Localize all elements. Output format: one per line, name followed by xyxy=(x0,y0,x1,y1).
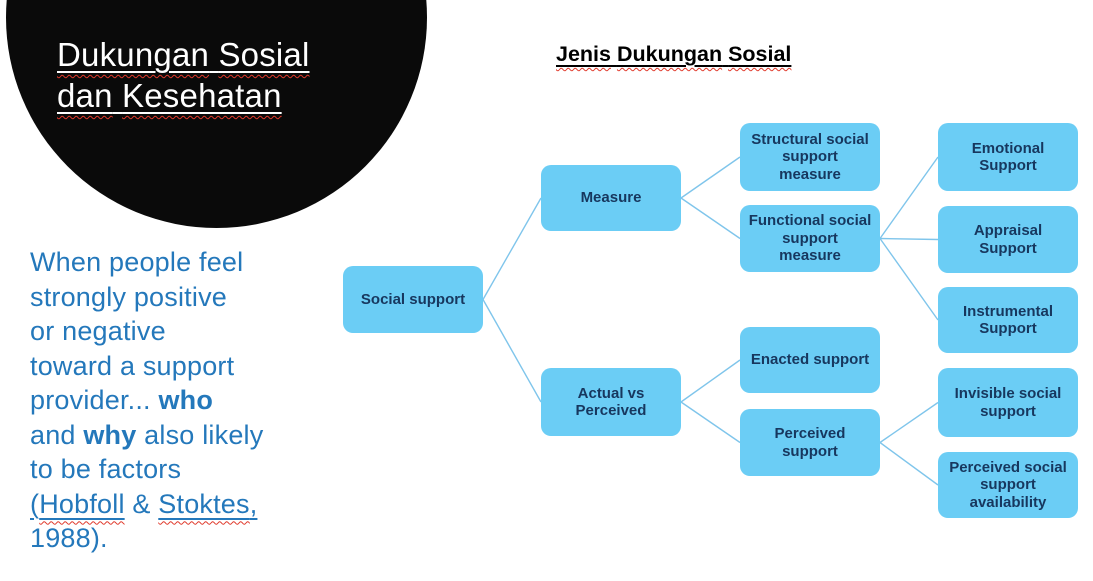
slide-title-line: dan Kesehatan xyxy=(57,75,310,116)
diagram-heading: Jenis Dukungan Sosial xyxy=(556,42,791,67)
misspelled-word: Dukungan xyxy=(616,42,723,66)
misspelled-word: Stoktes xyxy=(158,488,250,519)
paragraph-segment: why xyxy=(83,419,137,450)
diagram-node-label: Perceived social support availability xyxy=(949,458,1067,511)
diagram-node-label: Appraisal Support xyxy=(973,222,1043,257)
diagram-node-label: Structural social support measure xyxy=(751,130,869,183)
diagram-node-label: Invisible social support xyxy=(954,385,1062,420)
misspelled-word: Sosial xyxy=(218,36,310,73)
diagram-node-label: Functional social support measure xyxy=(748,212,872,265)
misspelled-word: Dukungan xyxy=(57,36,210,73)
paragraph-segment: 1988). xyxy=(30,523,108,553)
paragraph-segment: ( xyxy=(30,488,40,519)
diagram-node-functional: Functional social support measure xyxy=(740,205,880,272)
paragraph-segment: who xyxy=(158,385,214,415)
diagram-node-measure: Measure xyxy=(541,165,681,231)
diagram-node-enacted: Enacted support xyxy=(740,327,880,393)
diagram-node-label: Emotional Support xyxy=(971,139,1045,175)
connector-line xyxy=(680,197,741,240)
diagram-node-label: Enacted support xyxy=(750,351,870,369)
connector-line xyxy=(680,156,741,199)
diagram-node-emotional: Emotional Support xyxy=(938,123,1078,191)
paragraph-segment: strongly positive xyxy=(30,281,227,312)
diagram-node-label: Measure xyxy=(580,189,642,207)
diagram-node-actual-vs-perceived: Actual vs Perceived xyxy=(541,368,681,436)
diagram-node-perceived-support: Perceived support xyxy=(740,409,880,476)
paragraph-line: to be factors xyxy=(30,452,330,487)
paragraph-line: toward a support xyxy=(30,349,330,384)
diagram-node-label: Perceived support xyxy=(774,425,846,460)
paragraph-segment: & xyxy=(124,488,159,519)
paragraph-segment: toward a support xyxy=(30,350,235,381)
diagram-node-instrumental: Instrumental Support xyxy=(938,287,1078,353)
paragraph-segment: and xyxy=(30,419,84,450)
paragraph-segment: Hobfoll xyxy=(39,489,124,519)
paragraph-line: strongly positive xyxy=(30,280,330,315)
underlined-text-line: Dukungan Sosial xyxy=(57,36,310,73)
connector-line xyxy=(680,359,741,403)
underlined-text-line: Jenis Dukungan Sosial xyxy=(556,42,791,66)
connector-line xyxy=(879,156,939,239)
paragraph-segment: , xyxy=(249,488,258,519)
paragraph-segment: or negative xyxy=(30,316,166,346)
paragraph-segment: Stoktes xyxy=(158,489,249,519)
slide-title-line: Dukungan Sosial xyxy=(57,34,310,75)
paragraph-line: 1988). xyxy=(30,521,330,556)
diagram-node-structural: Structural social support measure xyxy=(740,123,880,191)
paragraph-line: and why also likely xyxy=(30,418,330,453)
diagram-node-pss-availability: Perceived social support availability xyxy=(938,452,1078,518)
diagram-node-label: Instrumental Support xyxy=(962,302,1053,338)
connector-line xyxy=(482,197,542,300)
underlined-text-line: dan Kesehatan xyxy=(57,77,282,114)
connector-line xyxy=(482,299,542,403)
diagram-node-social-support: Social support xyxy=(343,266,483,333)
paragraph-line: provider... who xyxy=(30,383,330,418)
connector-line xyxy=(680,401,741,444)
paragraph-segment: provider... xyxy=(30,385,159,415)
misspelled-word: Sosial xyxy=(728,42,792,66)
paragraph-segment: also likely xyxy=(136,419,264,450)
misspelled-word: Kesehatan xyxy=(122,77,282,114)
slide-title: Dukungan Sosial dan Kesehatan xyxy=(57,34,310,116)
paragraph-line: When people feel xyxy=(30,245,330,280)
misspelled-word: Hobfoll xyxy=(39,488,125,519)
diagram-node-invisible: Invisible social support xyxy=(938,368,1078,437)
paragraph-segment: When people feel xyxy=(30,247,244,277)
diagram-node-label: Actual vs Perceived xyxy=(575,384,647,420)
misspelled-word: dan xyxy=(57,77,113,114)
paragraph-segment: to be factors xyxy=(30,454,182,484)
connector-line xyxy=(879,238,939,321)
body-paragraph: When people feel strongly positive or nega… xyxy=(30,245,330,556)
misspelled-word: Jenis xyxy=(556,42,611,66)
diagram-node-appraisal: Appraisal Support xyxy=(938,206,1078,273)
connector-line xyxy=(879,237,939,241)
connector-line xyxy=(879,401,939,444)
paragraph-line: or negative xyxy=(30,314,330,349)
connector-line xyxy=(879,441,939,486)
diagram-node-label: Social support xyxy=(360,290,466,308)
paragraph-line: (Hobfoll & Stoktes, xyxy=(30,487,330,522)
